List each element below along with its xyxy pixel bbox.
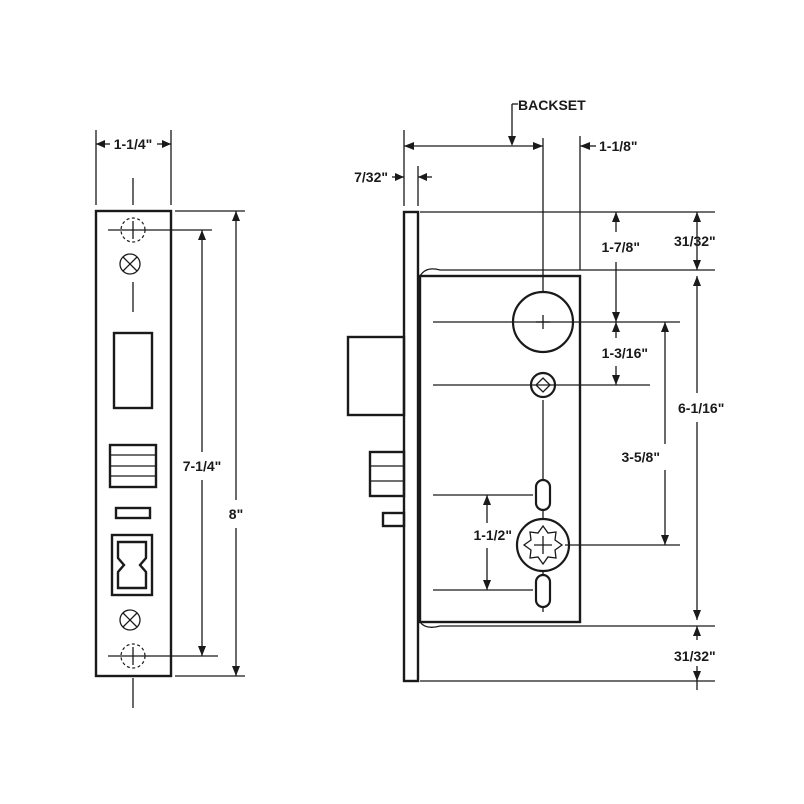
side-latchbolt	[346, 335, 406, 417]
backset-leader-arrow	[508, 136, 516, 146]
faceplate-thickness-label: 7/32"	[354, 169, 388, 185]
side-faceplate	[402, 210, 420, 683]
top-x-screw	[119, 253, 141, 275]
cyl-to-hub-arrow-bottom	[661, 535, 669, 545]
faceplate-outline	[94, 209, 173, 678]
slot-to-hub-arrow-top	[483, 495, 491, 505]
front-view: 1-1/4"	[94, 130, 245, 708]
side-stop	[381, 511, 406, 528]
side-aux-latch	[368, 450, 406, 498]
cylinder-to-hub-label: 3-5/8"	[621, 449, 660, 465]
backset-arrow-left	[404, 142, 414, 150]
offset-arrow	[580, 142, 590, 150]
width-arrow-left	[96, 140, 105, 148]
bottom-flange-arrow-bottom	[693, 671, 701, 681]
spindle-diamond	[535, 377, 551, 393]
faceplate-width-label: 1-1/4"	[114, 136, 153, 152]
upper-slot	[534, 478, 552, 512]
bottom-x-screw-b	[122, 612, 138, 628]
lock-case	[418, 274, 582, 624]
case-top-lip	[419, 268, 441, 277]
top-flange-arrow-top	[693, 212, 701, 222]
case-height-arrow-top	[693, 276, 701, 286]
height-arrow-top	[232, 211, 240, 221]
case-height-arrow-bottom	[693, 610, 701, 620]
bottom-x-screw	[119, 609, 141, 631]
backset-arrow-right	[533, 142, 543, 150]
stop-slot	[114, 506, 152, 520]
deadbolt-hourglass	[116, 540, 148, 590]
bottom-flange-label: 31/32"	[674, 648, 716, 664]
top-x-screw-b	[122, 256, 138, 272]
height-arrow-bottom	[232, 666, 240, 676]
side-view: BACKSET 1-1/8" 7/32" 1-7	[346, 97, 724, 690]
top-to-cyl-arrow-top	[612, 212, 620, 222]
lower-slot	[534, 573, 552, 609]
cyl-to-hub-arrow-top	[661, 322, 669, 332]
top-to-cylinder-label: 1-7/8"	[601, 239, 640, 255]
screw-spacing-arrow-top	[198, 230, 206, 240]
latchbolt-opening	[112, 331, 154, 410]
top-to-cyl-arrow-bottom	[612, 312, 620, 322]
width-arrow-right	[162, 140, 171, 148]
thickness-arrow-left	[395, 173, 404, 181]
screw-spacing-arrow-bottom	[198, 646, 206, 656]
slot-to-hub-arrow-bottom	[483, 580, 491, 590]
top-flange-label: 31/32"	[674, 233, 716, 249]
thickness-arrow-right	[418, 173, 427, 181]
cyl-to-spindle-arrow-top	[612, 322, 620, 332]
bottom-flange-arrow-top	[693, 626, 701, 636]
hub-star	[522, 524, 564, 566]
cylinder-offset-label: 1-1/8"	[599, 138, 638, 154]
backset-label: BACKSET	[518, 97, 586, 113]
case-bottom-lip	[419, 621, 441, 628]
cyl-to-spindle-arrow-bottom	[612, 375, 620, 385]
overall-height-label: 8"	[229, 506, 243, 522]
case-height-label: 6-1/16"	[678, 400, 724, 416]
deadbolt-opening	[110, 533, 154, 597]
slot-to-hub-label: 1-1/2"	[473, 527, 512, 543]
screw-spacing-label: 7-1/4"	[183, 458, 222, 474]
top-flange-arrow-bottom	[693, 260, 701, 270]
cylinder-to-spindle-label: 1-3/16"	[602, 345, 648, 361]
